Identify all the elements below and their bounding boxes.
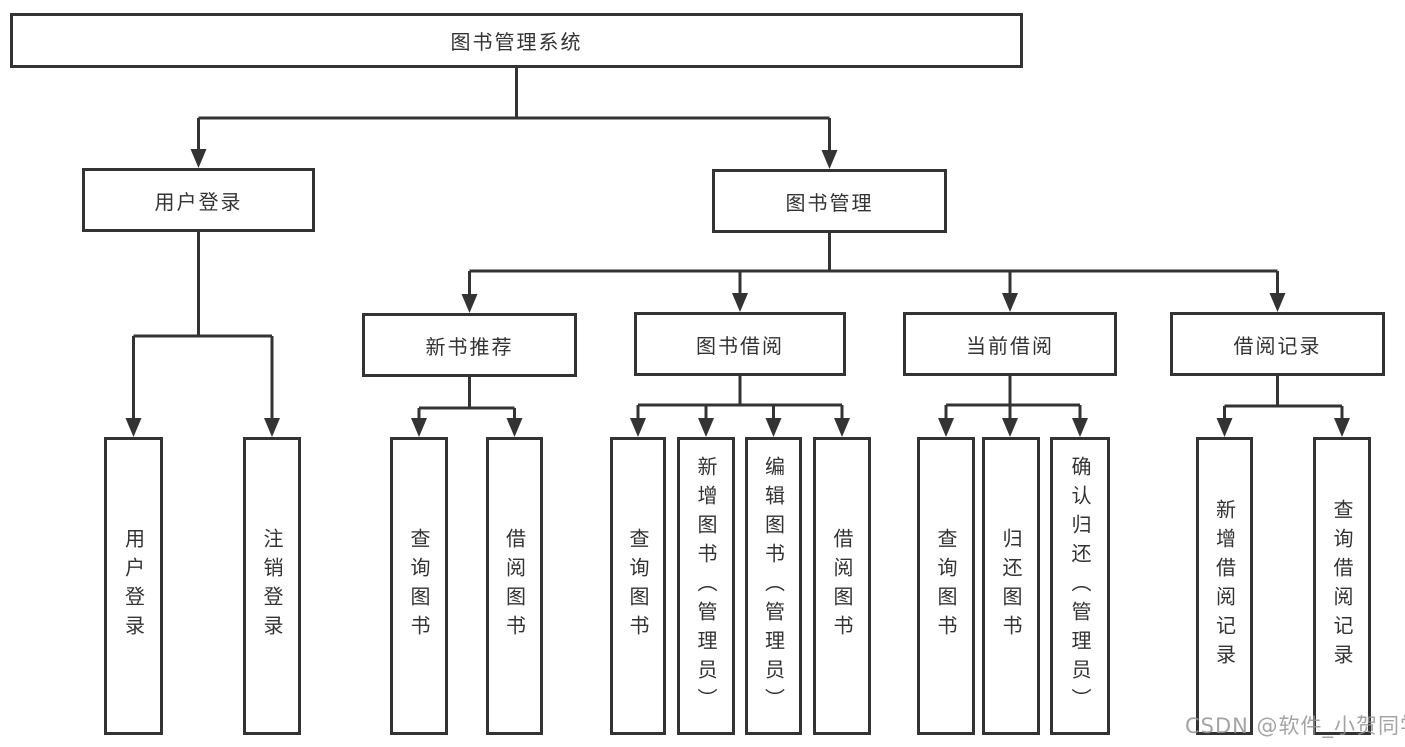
node-label: 归还图书 [999, 528, 1023, 644]
leaf-add-borrow-record: 新增借阅记录 [1196, 437, 1253, 735]
leaf-query-books-borrowing: 查询图书 [610, 437, 666, 735]
node-label: 查询借阅记录 [1330, 499, 1354, 673]
node-new-book-recommendation: 新书推荐 [362, 313, 577, 377]
leaf-logout: 注销登录 [243, 437, 301, 735]
connector-book-borrow-branch [636, 376, 844, 423]
node-label: 用户登录 [121, 528, 146, 644]
connector-book-management-branch [468, 233, 1279, 298]
node-label: 图书管理系统 [450, 30, 583, 54]
node-label: 图书借阅 [696, 333, 784, 358]
leaf-borrow-books-borrowing: 借阅图书 [813, 437, 871, 735]
connector-current-borrow-branch [944, 376, 1082, 423]
leaf-user-login: 用户登录 [104, 437, 163, 735]
leaf-query-books-current: 查询图书 [917, 437, 975, 735]
node-label: 确认归还（管理员） [1068, 455, 1092, 717]
node-label: 编辑图书（管理员） [761, 455, 786, 717]
leaf-query-books-recommend: 查询图书 [390, 437, 448, 735]
leaf-query-borrow-record: 查询借阅记录 [1313, 437, 1371, 735]
node-label: 查询图书 [407, 528, 431, 644]
node-user-login: 用户登录 [82, 168, 315, 232]
leaf-confirm-return-admin: 确认归还（管理员） [1050, 437, 1110, 735]
leaf-add-books-admin: 新增图书（管理员） [677, 437, 735, 735]
node-borrowing-records: 借阅记录 [1170, 312, 1385, 376]
node-label: 新增图书（管理员） [694, 455, 718, 717]
watermark-text: CSDN @软件_小贺同学 [1185, 714, 1405, 738]
node-label: 借阅记录 [1233, 333, 1322, 358]
leaf-return-books: 归还图书 [982, 437, 1040, 735]
node-label: 注销登录 [260, 528, 284, 644]
node-label: 借阅图书 [830, 528, 854, 644]
node-label: 图书管理 [785, 190, 874, 215]
leaf-borrow-books-recommend: 借阅图书 [486, 437, 543, 735]
node-label: 借阅图书 [502, 528, 527, 644]
node-label: 新书推荐 [425, 334, 514, 359]
leaf-edit-books-admin: 编辑图书（管理员） [745, 437, 802, 735]
connector-borrow-record-branch [1223, 376, 1344, 423]
node-book-borrowing: 图书借阅 [634, 312, 846, 376]
node-label: 当前借阅 [966, 333, 1054, 358]
node-book-management: 图书管理 [712, 169, 947, 233]
node-label: 用户登录 [154, 189, 243, 214]
connector-root-branch [197, 68, 831, 154]
node-library-management-system: 图书管理系统 [10, 13, 1023, 68]
node-label: 查询图书 [934, 528, 958, 644]
connector-user-login-branch [132, 232, 274, 423]
node-label: 查询图书 [626, 528, 650, 644]
connector-new-book-branch [417, 377, 516, 423]
node-label: 新增借阅记录 [1212, 499, 1237, 673]
node-current-borrowing: 当前借阅 [903, 312, 1117, 376]
